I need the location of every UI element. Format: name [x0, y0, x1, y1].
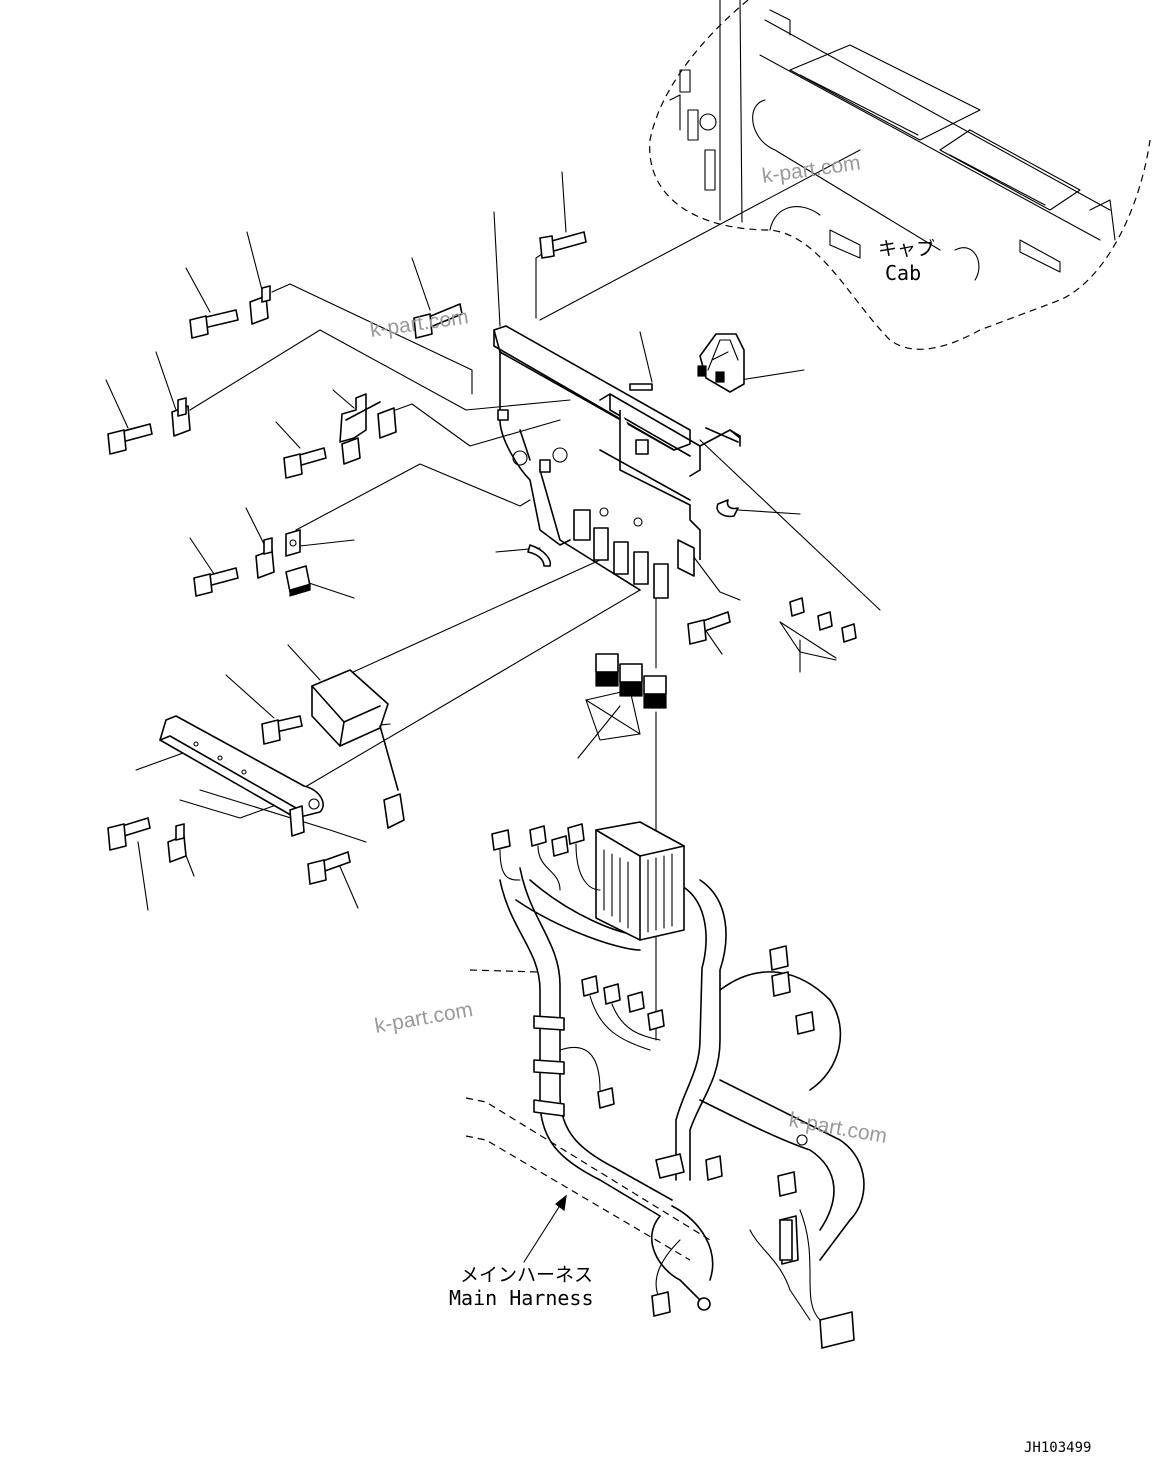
drawing-code: JH103499: [1024, 1440, 1091, 1456]
main-harness-label-en: Main Harness: [449, 1286, 594, 1310]
relay: [285, 565, 311, 597]
bolt-6: [261, 715, 303, 745]
controller-module: [311, 669, 405, 829]
arrow-head-icon: [555, 1194, 567, 1212]
lower-bracket: [159, 715, 324, 863]
hose-clip: [527, 544, 552, 567]
clip-2: [171, 397, 191, 437]
main-bracket: [493, 325, 741, 599]
bolt-2: [413, 303, 463, 339]
bolt-1: [189, 309, 239, 339]
main-harness: [465, 821, 865, 1349]
cab-label-en: Cab: [885, 261, 921, 285]
bolt-5: [193, 567, 239, 597]
relay-block: [585, 653, 667, 741]
bolt-4: [283, 447, 327, 479]
screw-set: [779, 597, 857, 661]
clip-3: [339, 393, 397, 465]
clip-1: [249, 285, 271, 325]
watermark: k-part.com: [760, 151, 861, 188]
cab-label-jp: キャブ: [878, 237, 935, 260]
bolt-top: [539, 231, 587, 259]
spacer-plate: [629, 383, 653, 391]
main-harness-label-jp: メインハーネス: [460, 1264, 593, 1286]
plate: [285, 529, 301, 557]
bolt-3: [107, 423, 153, 455]
harness-clip: [697, 333, 745, 393]
bolt-9: [687, 611, 731, 645]
bolt-8: [307, 851, 351, 885]
clip-4: [255, 537, 275, 579]
watermark: k-part.com: [787, 1108, 889, 1148]
cab-outline: [649, 0, 1151, 350]
leader-lines: [105, 149, 881, 1041]
harness-pointer: [523, 1195, 567, 1263]
watermark: k-part.com: [373, 998, 475, 1038]
bolt-7: [107, 817, 151, 851]
grommet: [716, 499, 739, 518]
